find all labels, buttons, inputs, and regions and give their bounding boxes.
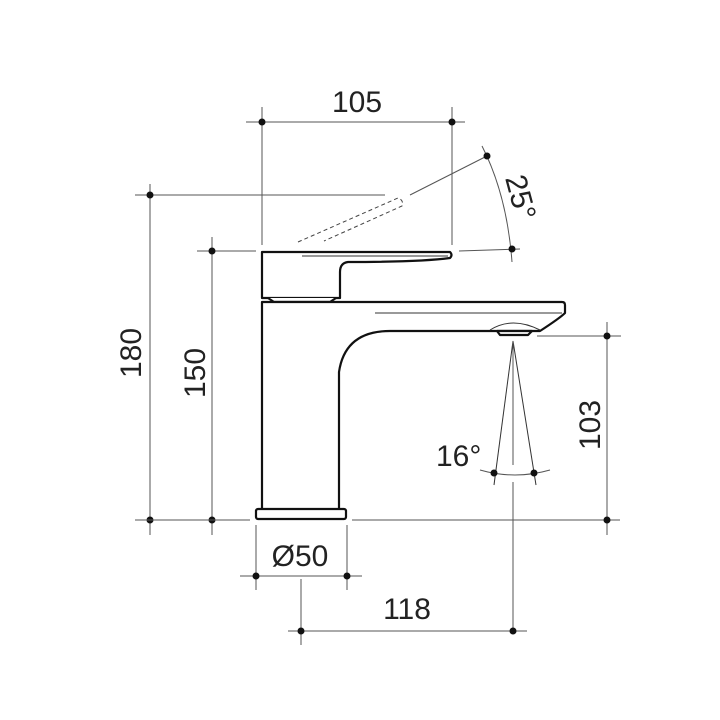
lever-angle-label: 25° — [498, 171, 542, 223]
tap-body — [254, 250, 567, 521]
dimension-base-diameter: Ø50 — [240, 525, 362, 590]
dimension-lever-length: 105 — [246, 86, 465, 245]
dimension-lever-angle: 25° — [409, 145, 542, 263]
dimension-body-height: 150 — [179, 237, 256, 535]
raised-lever-ghost — [297, 197, 403, 243]
spray-angle-label: 16° — [436, 440, 481, 473]
base-diameter-label: Ø50 — [272, 540, 329, 573]
aerator — [495, 329, 534, 337]
spout-reach-label: 118 — [383, 593, 431, 626]
spout-height-label: 103 — [574, 400, 607, 450]
dimension-spout-reach: 118 — [288, 579, 527, 645]
dimension-spray-angle: 16° — [436, 340, 551, 632]
lever-handle — [260, 250, 453, 300]
lever-length-label: 105 — [332, 86, 382, 119]
dimension-overall-height: 180 — [115, 184, 385, 535]
spout-body — [260, 300, 567, 512]
dimension-spout-height: 103 — [537, 322, 621, 535]
body-height-label: 150 — [179, 348, 212, 398]
base-plate — [254, 507, 348, 521]
overall-height-label: 180 — [115, 328, 148, 378]
